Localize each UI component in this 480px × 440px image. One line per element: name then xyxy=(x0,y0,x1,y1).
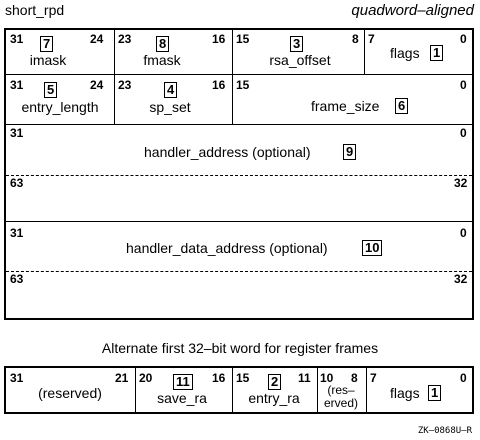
row-divider xyxy=(6,74,472,75)
ref-box: 4 xyxy=(164,82,178,98)
field-divider xyxy=(364,30,365,74)
field-label: sp_set xyxy=(149,99,191,115)
field-label: imask xyxy=(29,52,67,68)
row-divider xyxy=(6,124,472,125)
ref-box: 2 xyxy=(268,374,282,390)
bit-low: 8 xyxy=(351,371,358,385)
bit-low: 24 xyxy=(90,32,104,46)
bit-low: 16 xyxy=(212,371,226,385)
ref-box: 1 xyxy=(428,385,442,401)
bit-high: 31 xyxy=(10,371,24,385)
field-label-line1: (res– xyxy=(327,383,355,397)
ref-box: 10 xyxy=(362,240,383,256)
field-label-line2: erved) xyxy=(323,396,359,410)
bit-high: 31 xyxy=(10,226,24,240)
bit-high: 63 xyxy=(10,272,24,286)
bit-high: 31 xyxy=(10,126,24,140)
field-divider xyxy=(366,368,367,412)
bit-high: 31 xyxy=(10,78,24,92)
bit-high: 15 xyxy=(236,371,250,385)
ref-box: 6 xyxy=(395,98,409,114)
figure-id: ZK–0868U–R xyxy=(417,426,472,436)
ref-box: 11 xyxy=(173,374,193,390)
bit-low: 32 xyxy=(454,176,468,190)
field-divider xyxy=(232,30,233,74)
bit-high: 23 xyxy=(118,32,132,46)
field-label: (reserved) xyxy=(38,385,102,401)
bit-low: 11 xyxy=(298,371,311,385)
quadword-dashed-divider xyxy=(6,271,472,272)
alternate-register-word: 31 21 (reserved) 20 16 11 save_ra 15 11 … xyxy=(4,366,474,414)
bit-high: 15 xyxy=(236,78,250,92)
bit-high: 7 xyxy=(368,32,375,46)
ref-box: 1 xyxy=(430,45,444,61)
field-label: entry_ra xyxy=(248,390,300,406)
ref-box: 3 xyxy=(290,36,304,52)
bit-low: 0 xyxy=(460,126,467,140)
alignment-note: quadword–aligned xyxy=(351,2,474,19)
ref-box: 7 xyxy=(40,36,54,52)
field-label: handler_data_address (optional) xyxy=(126,240,328,256)
quadword-dashed-divider xyxy=(6,175,472,176)
bit-high: 63 xyxy=(10,176,24,190)
diagram-title: short_rpd xyxy=(5,2,65,18)
bit-low: 24 xyxy=(90,78,104,92)
bit-high: 10 xyxy=(320,371,334,385)
field-label: save_ra xyxy=(157,390,207,406)
field-label: fmask xyxy=(143,52,181,68)
field-divider xyxy=(232,74,233,124)
field-divider xyxy=(114,74,115,124)
field-divider xyxy=(114,30,115,74)
bit-high: 15 xyxy=(236,32,250,46)
bit-high: 7 xyxy=(370,371,377,385)
alternate-word-caption: Alternate first 32–bit word for register… xyxy=(101,340,379,356)
field-label: rsa_offset xyxy=(269,52,331,68)
bit-high: 31 xyxy=(10,32,24,46)
field-label: flags xyxy=(390,385,420,401)
bit-low: 0 xyxy=(460,32,467,46)
bit-low: 16 xyxy=(212,78,226,92)
ref-box: 9 xyxy=(343,144,357,160)
bit-low: 0 xyxy=(460,226,467,240)
row-divider xyxy=(6,221,472,222)
bit-low: 32 xyxy=(454,272,468,286)
bit-low: 21 xyxy=(115,371,129,385)
ref-box: 8 xyxy=(156,36,170,52)
bit-low: 16 xyxy=(212,32,226,46)
bit-low: 8 xyxy=(352,32,359,46)
field-label: handler_address (optional) xyxy=(144,144,311,160)
bit-high: 20 xyxy=(139,371,153,385)
bit-high: 23 xyxy=(118,78,132,92)
bit-low: 0 xyxy=(460,78,467,92)
field-label: frame_size xyxy=(311,98,380,114)
ref-box: 5 xyxy=(44,82,58,98)
field-label: entry_length xyxy=(21,99,99,115)
field-divider xyxy=(135,368,136,412)
field-label: flags xyxy=(390,45,420,61)
field-divider xyxy=(317,368,318,412)
bit-low: 0 xyxy=(460,371,467,385)
field-divider xyxy=(232,368,233,412)
short-rpd-structure: 31 24 7 imask 23 16 8 fmask 15 8 3 rsa_o… xyxy=(4,28,474,320)
